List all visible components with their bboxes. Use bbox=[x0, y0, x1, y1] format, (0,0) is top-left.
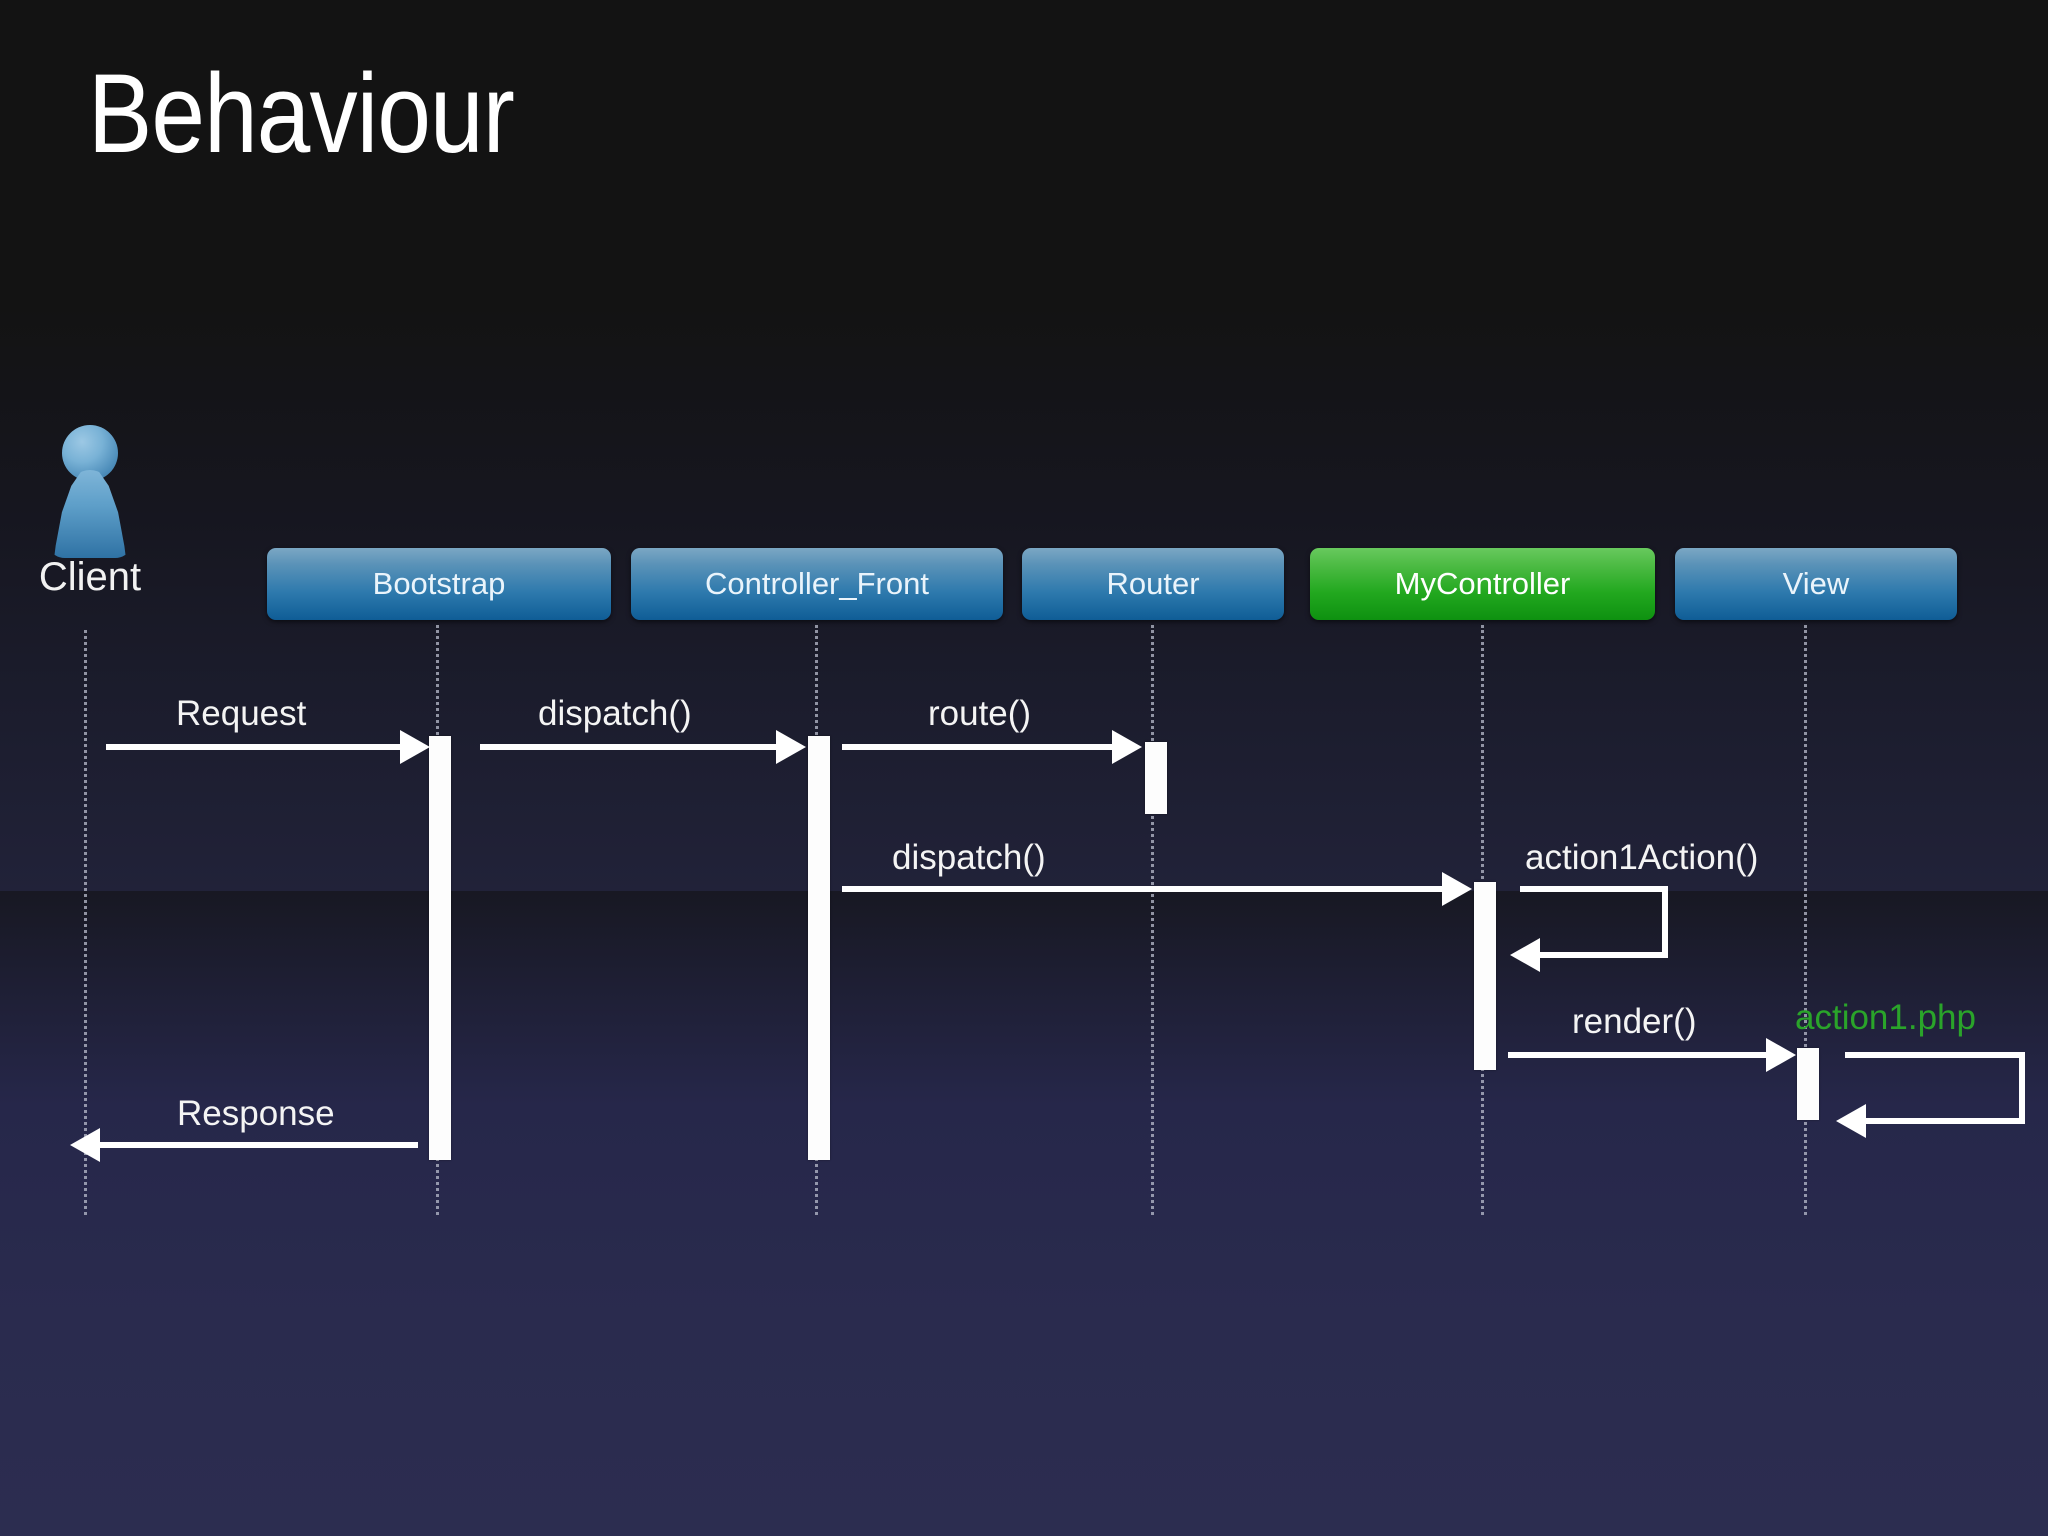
arrowhead-route bbox=[1112, 730, 1142, 764]
actor-body-icon bbox=[54, 470, 126, 558]
selfcall-bottom-action1php bbox=[1866, 1118, 2019, 1124]
lifeline-router bbox=[1151, 625, 1157, 1215]
activation-bar-controller-front bbox=[808, 736, 830, 1160]
message-label-dispatch-1: dispatch() bbox=[538, 694, 692, 733]
message-label-route: route() bbox=[928, 694, 1032, 733]
message-label-render: render() bbox=[1572, 1002, 1697, 1041]
lifeline-header-mycontroller[interactable]: MyController bbox=[1310, 548, 1655, 620]
lifeline-label-bootstrap: Bootstrap bbox=[372, 566, 506, 601]
message-line-dispatch-1 bbox=[480, 744, 776, 750]
activation-bar-router bbox=[1145, 742, 1167, 814]
selfcall-top-action1php bbox=[1845, 1052, 2025, 1058]
message-label-response: Response bbox=[177, 1094, 335, 1133]
message-label-request: Request bbox=[176, 694, 307, 733]
arrowhead-response bbox=[70, 1128, 100, 1162]
page-title: Behaviour bbox=[88, 51, 515, 176]
selfcall-right-action1php bbox=[2019, 1052, 2025, 1124]
message-label-action1php: action1.php bbox=[1795, 998, 1976, 1037]
selfcall-bottom-action1action bbox=[1540, 952, 1668, 958]
selfcall-right-action1action bbox=[1662, 886, 1668, 958]
message-line-route bbox=[842, 744, 1112, 750]
lifeline-header-router[interactable]: Router bbox=[1022, 548, 1284, 620]
activation-bar-view bbox=[1797, 1048, 1819, 1120]
activation-bar-bootstrap bbox=[429, 736, 451, 1160]
actor-label: Client bbox=[38, 555, 142, 599]
arrowhead-render bbox=[1766, 1038, 1796, 1072]
lifeline-label-controller-front: Controller_Front bbox=[705, 566, 929, 601]
message-label-action1action: action1Action() bbox=[1525, 838, 1759, 877]
lifeline-label-mycontroller: MyController bbox=[1394, 566, 1571, 601]
actor-client: Client bbox=[39, 425, 141, 599]
arrowhead-dispatch-1 bbox=[776, 730, 806, 764]
lifeline-header-view[interactable]: View bbox=[1675, 548, 1957, 620]
arrowhead-action1action bbox=[1510, 938, 1540, 972]
lifeline-label-view: View bbox=[1782, 566, 1850, 601]
arrowhead-request bbox=[400, 730, 430, 764]
message-line-dispatch-2 bbox=[842, 886, 1442, 892]
lifeline-header-controller-front[interactable]: Controller_Front bbox=[631, 548, 1003, 620]
lifeline-view bbox=[1804, 625, 1810, 1215]
activation-bar-mycontroller bbox=[1474, 882, 1496, 1070]
message-line-render bbox=[1508, 1052, 1766, 1058]
arrowhead-dispatch-2 bbox=[1442, 872, 1472, 906]
lifeline-header-bootstrap[interactable]: Bootstrap bbox=[267, 548, 611, 620]
arrowhead-action1php bbox=[1836, 1104, 1866, 1138]
message-line-response bbox=[100, 1142, 418, 1148]
message-line-request bbox=[106, 744, 400, 750]
lifeline-label-router: Router bbox=[1106, 566, 1200, 601]
selfcall-top-action1action bbox=[1520, 886, 1668, 892]
message-label-dispatch-2: dispatch() bbox=[892, 838, 1046, 877]
lifeline-client bbox=[84, 630, 90, 1215]
